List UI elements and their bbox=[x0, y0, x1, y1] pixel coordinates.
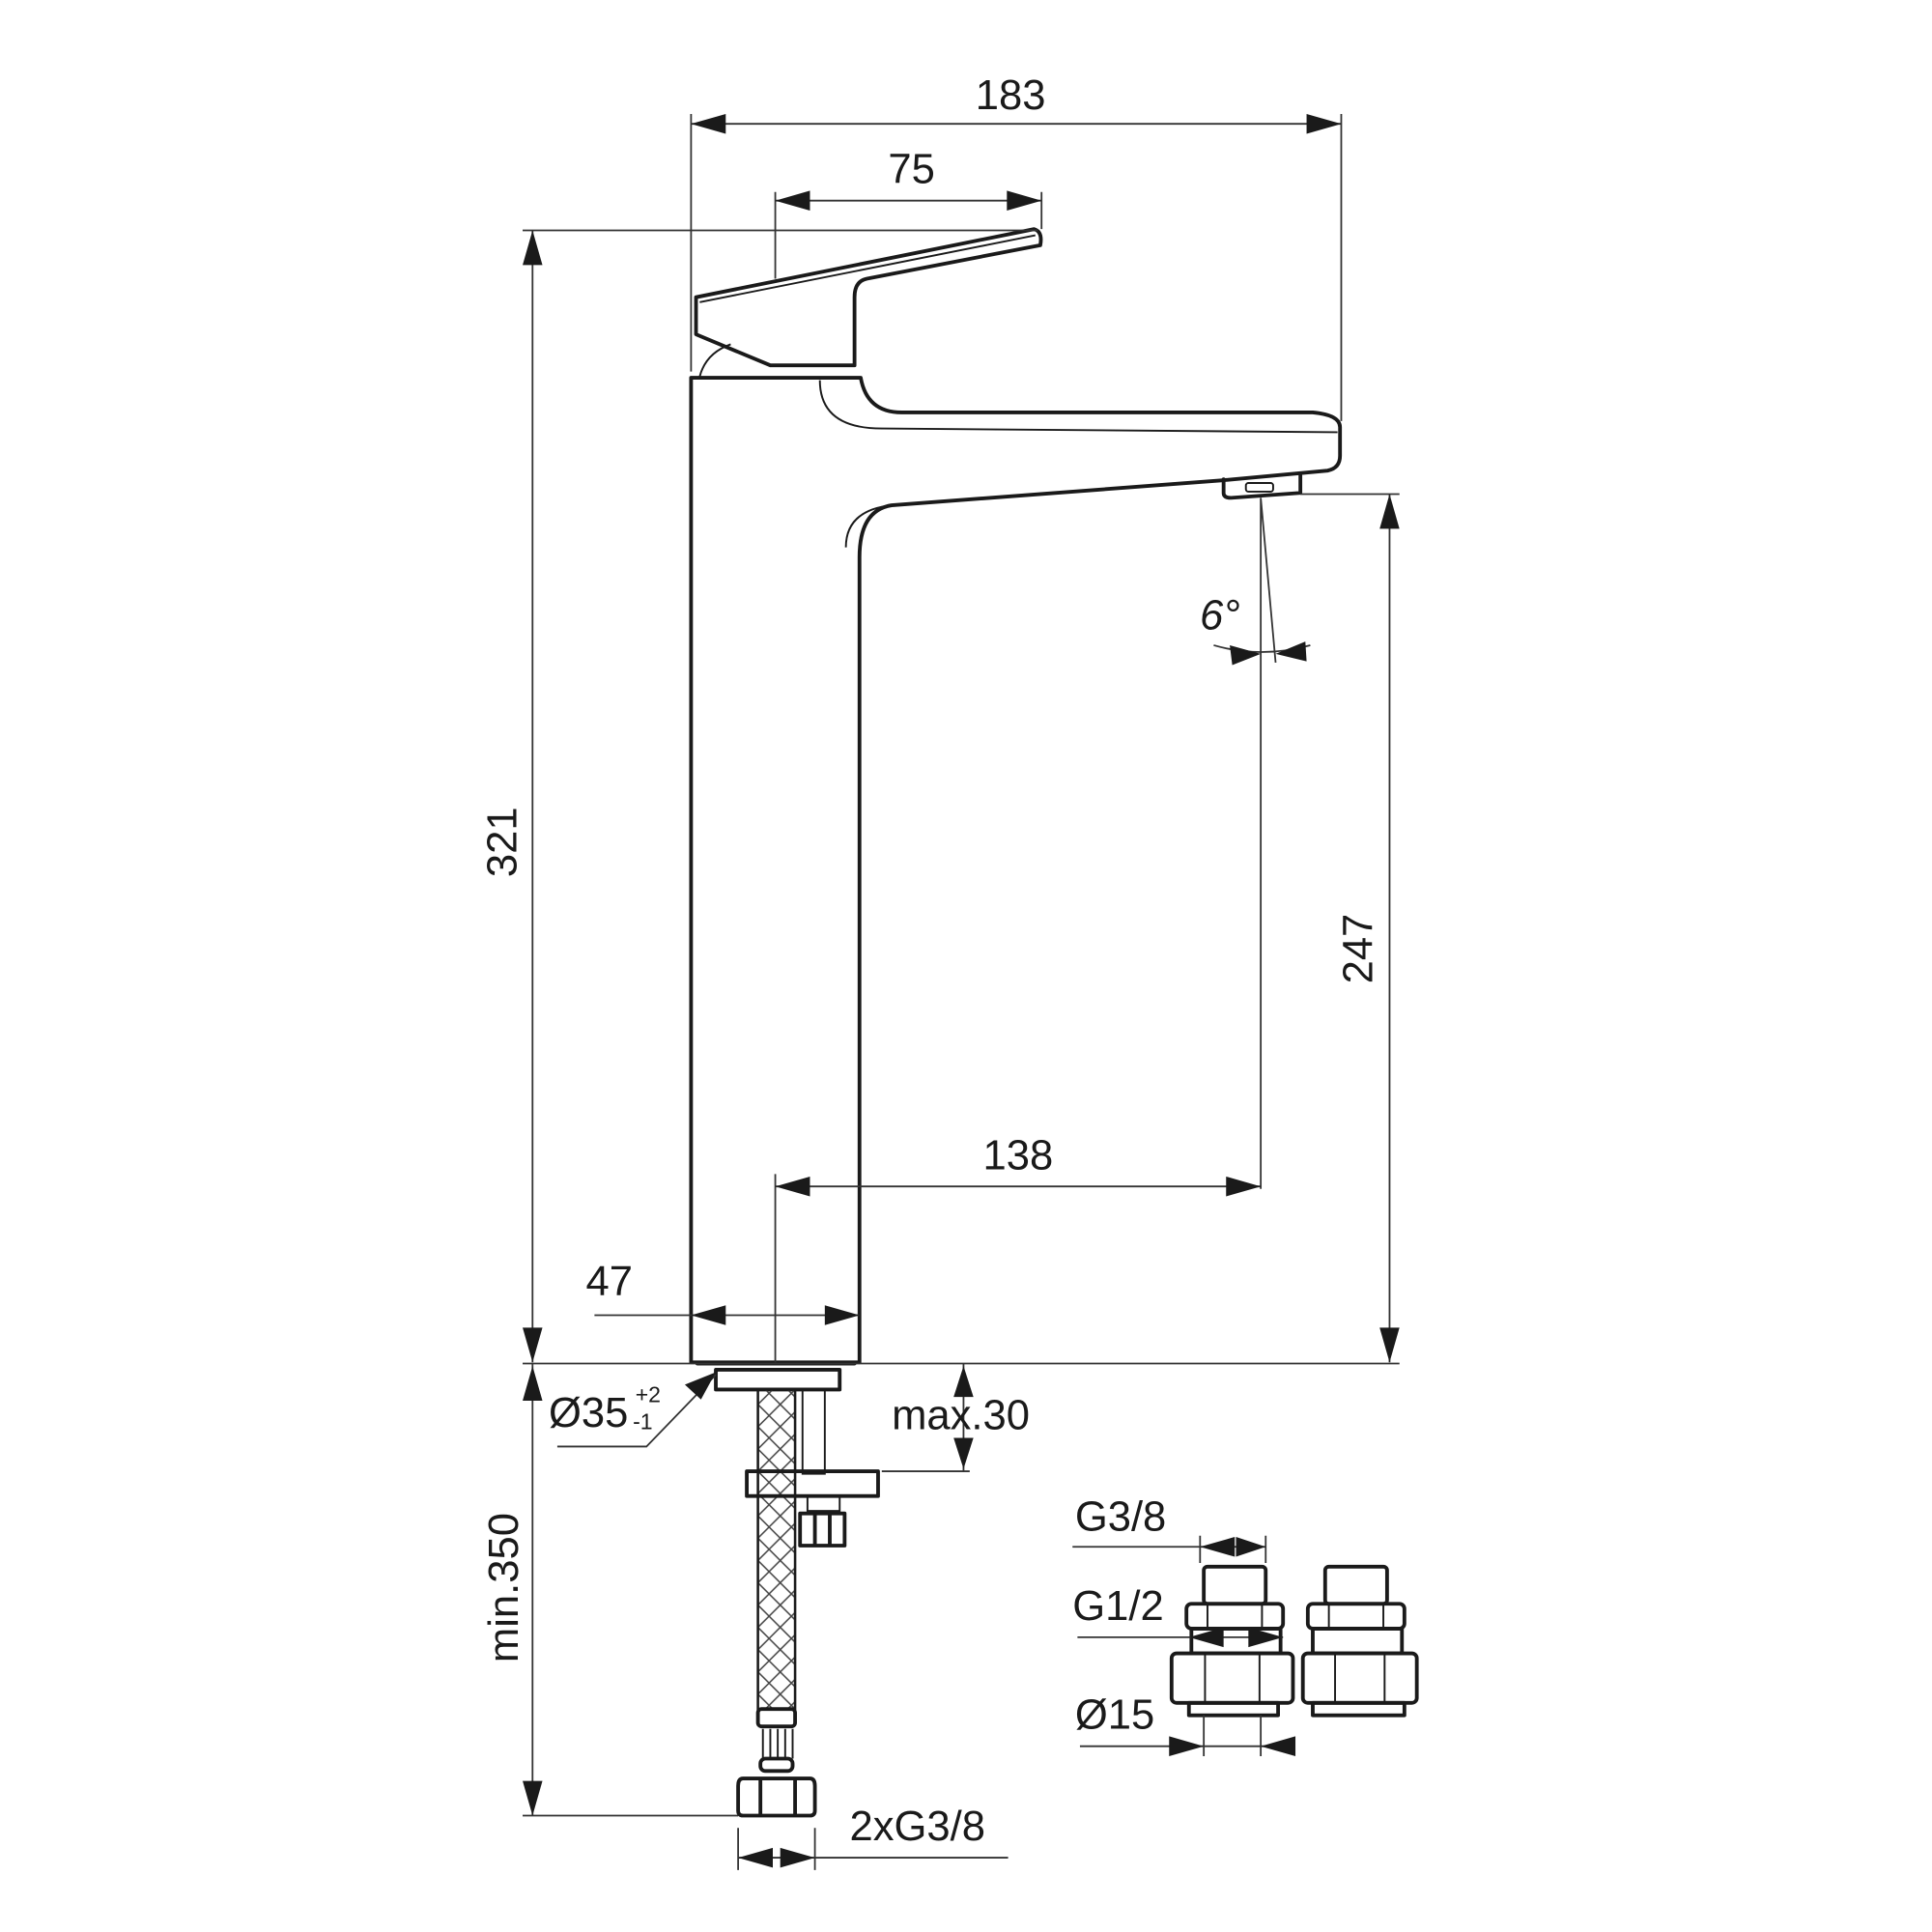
label-tolerance-lower: -1 bbox=[633, 1408, 653, 1434]
label-2xG3-8: 2xG3/8 bbox=[849, 1804, 985, 1850]
label-321: 321 bbox=[480, 807, 526, 877]
dimension-lever-length: 75 bbox=[774, 147, 1043, 279]
label-max-30: max.30 bbox=[892, 1392, 1030, 1438]
label-183: 183 bbox=[976, 72, 1046, 119]
lever-handle bbox=[694, 227, 1043, 377]
label-tolerance-upper: +2 bbox=[636, 1381, 661, 1406]
label-75: 75 bbox=[888, 147, 934, 193]
label-47: 47 bbox=[586, 1259, 633, 1305]
fixing-nut bbox=[798, 1511, 847, 1548]
label-6-degrees: 6° bbox=[1200, 592, 1240, 639]
aerator bbox=[1221, 473, 1303, 500]
under-deck-assembly bbox=[736, 1388, 880, 1818]
dimension-spray-angle: 6° bbox=[1200, 497, 1311, 1189]
dimension-hole-diameter: Ø35 +2 -1 bbox=[549, 1372, 717, 1448]
label-G1-2: G1/2 bbox=[1072, 1583, 1163, 1630]
dimension-spout-height: 247 bbox=[1300, 493, 1400, 1363]
label-138: 138 bbox=[982, 1132, 1053, 1179]
label-hole-diameter: Ø35 bbox=[549, 1390, 628, 1436]
dimension-hose-connection: 2xG3/8 bbox=[737, 1804, 1009, 1870]
label-247: 247 bbox=[1336, 914, 1382, 984]
dimension-pipe-diameter: Ø15 bbox=[1075, 1692, 1296, 1756]
dimension-deck-thickness: max.30 bbox=[881, 1363, 1030, 1472]
adapter-fitting-1 bbox=[1169, 1564, 1295, 1718]
dimension-overall-height: 321 bbox=[480, 229, 1400, 1365]
label-pipe-diameter: Ø15 bbox=[1075, 1692, 1154, 1739]
dimension-body-width: 47 bbox=[586, 1259, 860, 1325]
flexible-hose-left bbox=[756, 1388, 797, 1711]
faucet-body bbox=[689, 376, 1343, 1392]
label-min-350: min.350 bbox=[481, 1513, 527, 1662]
dimension-hose-length: min.350 bbox=[481, 1363, 739, 1817]
dimension-overall-reach: 183 bbox=[690, 72, 1343, 421]
dimension-adapter-outlet: G3/8 bbox=[1072, 1494, 1267, 1563]
label-G3-8: G3/8 bbox=[1075, 1494, 1166, 1541]
adapter-fitting-2 bbox=[1300, 1564, 1419, 1718]
hose-nut bbox=[736, 1776, 817, 1818]
dimension-spout-projection: 138 bbox=[774, 1132, 1262, 1363]
dimension-adapter-inlet: G1/2 bbox=[1072, 1583, 1284, 1648]
